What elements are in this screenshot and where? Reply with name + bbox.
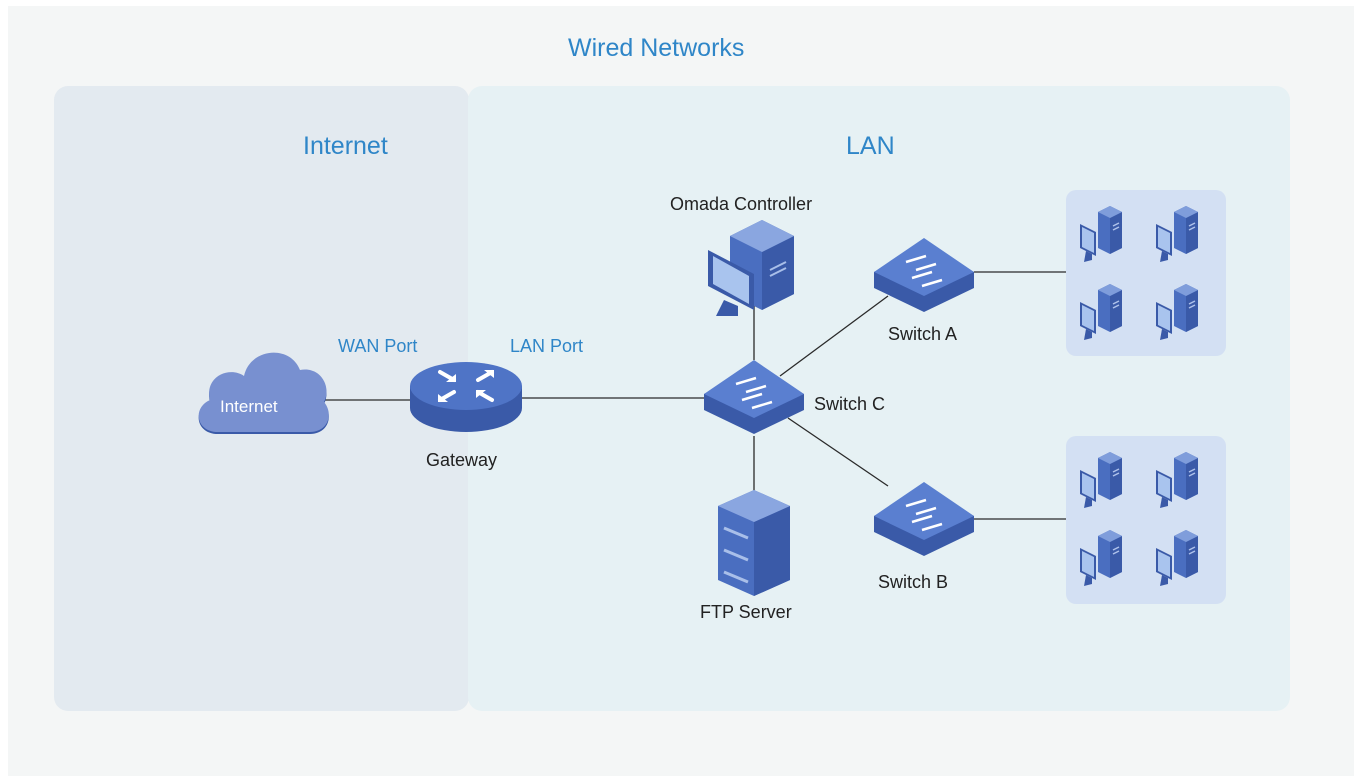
- controller-label: Omada Controller: [670, 194, 813, 214]
- diagram-canvas: Wired Networks Internet LAN: [8, 6, 1354, 776]
- controller-icon: [708, 220, 794, 316]
- lan-port-label: LAN Port: [510, 336, 584, 356]
- link-switch-c-switch-a: [779, 295, 889, 377]
- cloud-label: Internet: [220, 397, 278, 416]
- ftp-server-label: FTP Server: [700, 602, 792, 622]
- diagram-title: Wired Networks: [568, 34, 745, 62]
- wan-port-label: WAN Port: [338, 336, 418, 356]
- switch-c-label: Switch C: [814, 394, 886, 414]
- client-group-a: [1066, 190, 1226, 356]
- gateway-label: Gateway: [426, 450, 498, 470]
- internet-zone-title: Internet: [303, 132, 388, 160]
- ftp-server-icon: [718, 490, 790, 596]
- switch-b-icon: [874, 482, 974, 556]
- cloud-icon: [198, 352, 329, 434]
- switch-b-label: Switch B: [878, 572, 949, 592]
- network-diagram: [198, 190, 1226, 604]
- lan-zone-title: LAN: [846, 132, 895, 160]
- switch-c-icon: [704, 360, 804, 434]
- switch-a-label: Switch A: [888, 324, 958, 344]
- gateway-icon: [410, 362, 522, 432]
- switch-a-icon: [874, 238, 974, 312]
- link-switch-c-switch-b: [787, 417, 889, 487]
- connection-lines: [318, 271, 1068, 520]
- client-group-b: [1066, 436, 1226, 604]
